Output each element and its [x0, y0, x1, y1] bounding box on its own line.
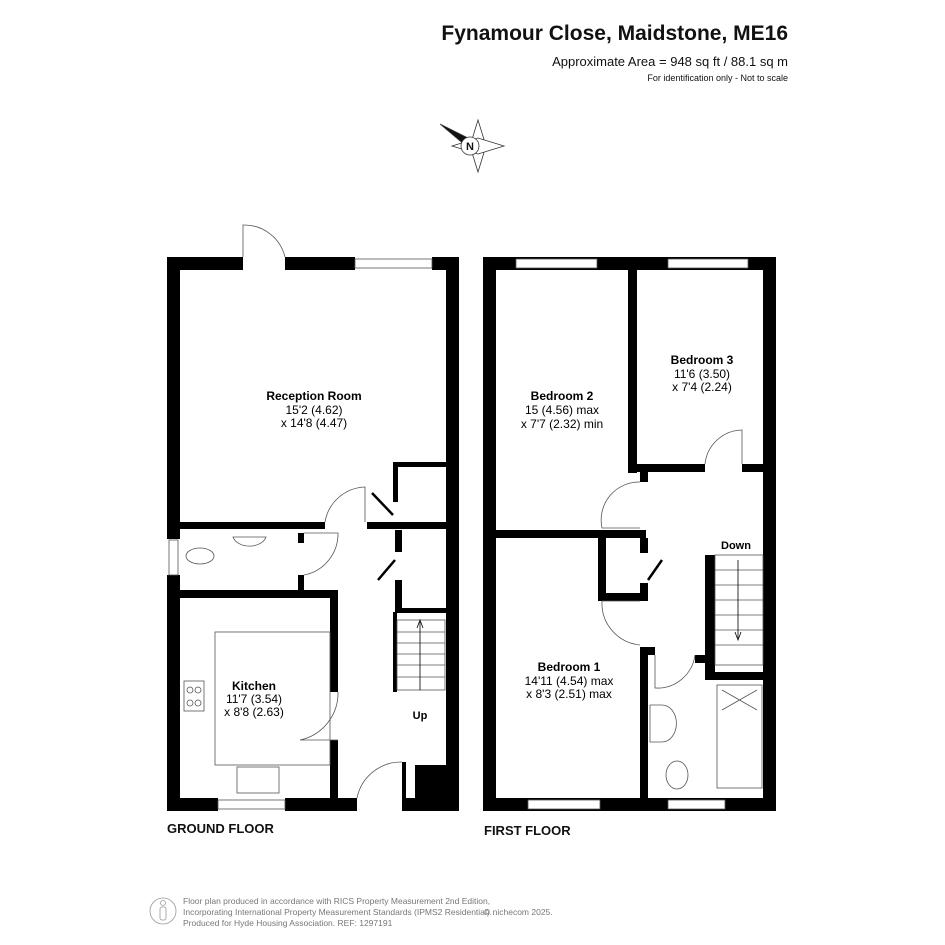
room-bedroom-3: Bedroom 3 11'6 (3.50) x 7'4 (2.24): [671, 353, 734, 394]
room-dimension: 15 (4.56) max: [525, 403, 599, 417]
person-icon: [149, 897, 177, 925]
room-name: Bedroom 1: [538, 660, 601, 674]
compass-north-label: N: [466, 141, 474, 153]
ground-floor-walls: [167, 257, 459, 811]
room-dimension: x 7'7 (2.32) min: [521, 417, 603, 431]
ground-floor-fixtures: [168, 224, 446, 810]
room-bedroom-1: Bedroom 1 14'11 (4.54) max x 8'3 (2.51) …: [525, 660, 614, 701]
first-floor-label: FIRST FLOOR: [484, 823, 571, 838]
plan-title: Fynamour Close, Maidstone, ME16: [441, 22, 788, 45]
stairs-up-label: Up: [413, 710, 428, 722]
room-name: Bedroom 3: [671, 353, 734, 367]
stairs-down-label: Down: [721, 540, 751, 552]
room-dimension: 11'6 (3.50): [674, 367, 730, 381]
room-dimension: 15'2 (4.62): [286, 403, 343, 417]
ground-floor-label: GROUND FLOOR: [167, 821, 274, 836]
room-dimension: 14'11 (4.54) max: [525, 674, 614, 688]
room-dimension: x 8'8 (2.63): [224, 705, 284, 719]
room-bedroom-2: Bedroom 2 15 (4.56) max x 7'7 (2.32) min: [521, 389, 603, 431]
room-name: Reception Room: [266, 389, 361, 403]
room-dimension: x 7'4 (2.24): [672, 380, 732, 394]
room-name: Bedroom 2: [531, 389, 594, 403]
footer-line: Produced for Hyde Housing Association. R…: [183, 918, 393, 928]
room-name: Kitchen: [232, 679, 276, 693]
room-dimension: x 14'8 (4.47): [281, 416, 347, 430]
room-dimension: 11'7 (3.54): [226, 692, 282, 706]
copyright: © nichecom 2025.: [484, 907, 553, 917]
approximate-area: Approximate Area = 948 sq ft / 88.1 sq m: [552, 54, 788, 69]
first-floor-fixtures: [515, 258, 764, 810]
footer-line: Floor plan produced in accordance with R…: [183, 896, 491, 906]
compass-icon: N: [439, 118, 506, 174]
footer-notes: Floor plan produced in accordance with R…: [183, 896, 492, 929]
first-floor-walls: [483, 257, 776, 811]
identification-note: For identification only - Not to scale: [647, 73, 788, 83]
room-kitchen: Kitchen 11'7 (3.54) x 8'8 (2.63): [224, 679, 284, 719]
room-dimension: x 8'3 (2.51) max: [526, 687, 612, 701]
room-reception: Reception Room 15'2 (4.62) x 14'8 (4.47): [266, 389, 361, 430]
footer-line: Incorporating International Property Mea…: [183, 907, 492, 917]
